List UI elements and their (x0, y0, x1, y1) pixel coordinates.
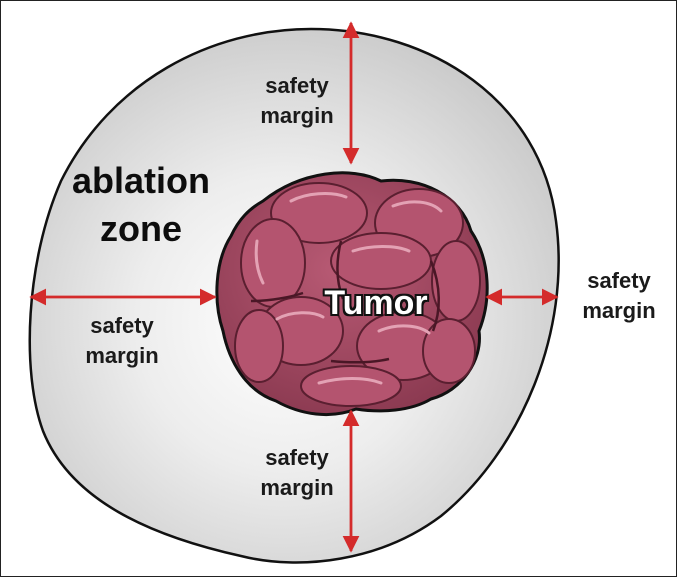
left-safety-margin-label: safety margin (67, 311, 177, 371)
ablation-zone-line2: zone (99, 208, 182, 249)
bottom-margin-line2: margin (260, 475, 334, 500)
bottom-margin-line1: safety (265, 445, 329, 470)
right-margin-line1: safety (587, 268, 651, 293)
top-safety-margin-label: safety margin (247, 71, 347, 131)
right-safety-margin-label: safety margin (567, 266, 671, 326)
bottom-safety-margin-label: safety margin (247, 443, 347, 503)
ablation-zone-line1: ablation (71, 160, 210, 201)
tumor-shape (215, 171, 489, 417)
left-margin-line1: safety (90, 313, 154, 338)
tumor-label: Tumor (324, 284, 428, 322)
ablation-zone-label: ablation zone (61, 157, 221, 253)
right-margin-line2: margin (582, 298, 656, 323)
top-margin-line2: margin (260, 103, 334, 128)
top-margin-line1: safety (265, 73, 329, 98)
left-margin-line2: margin (85, 343, 159, 368)
